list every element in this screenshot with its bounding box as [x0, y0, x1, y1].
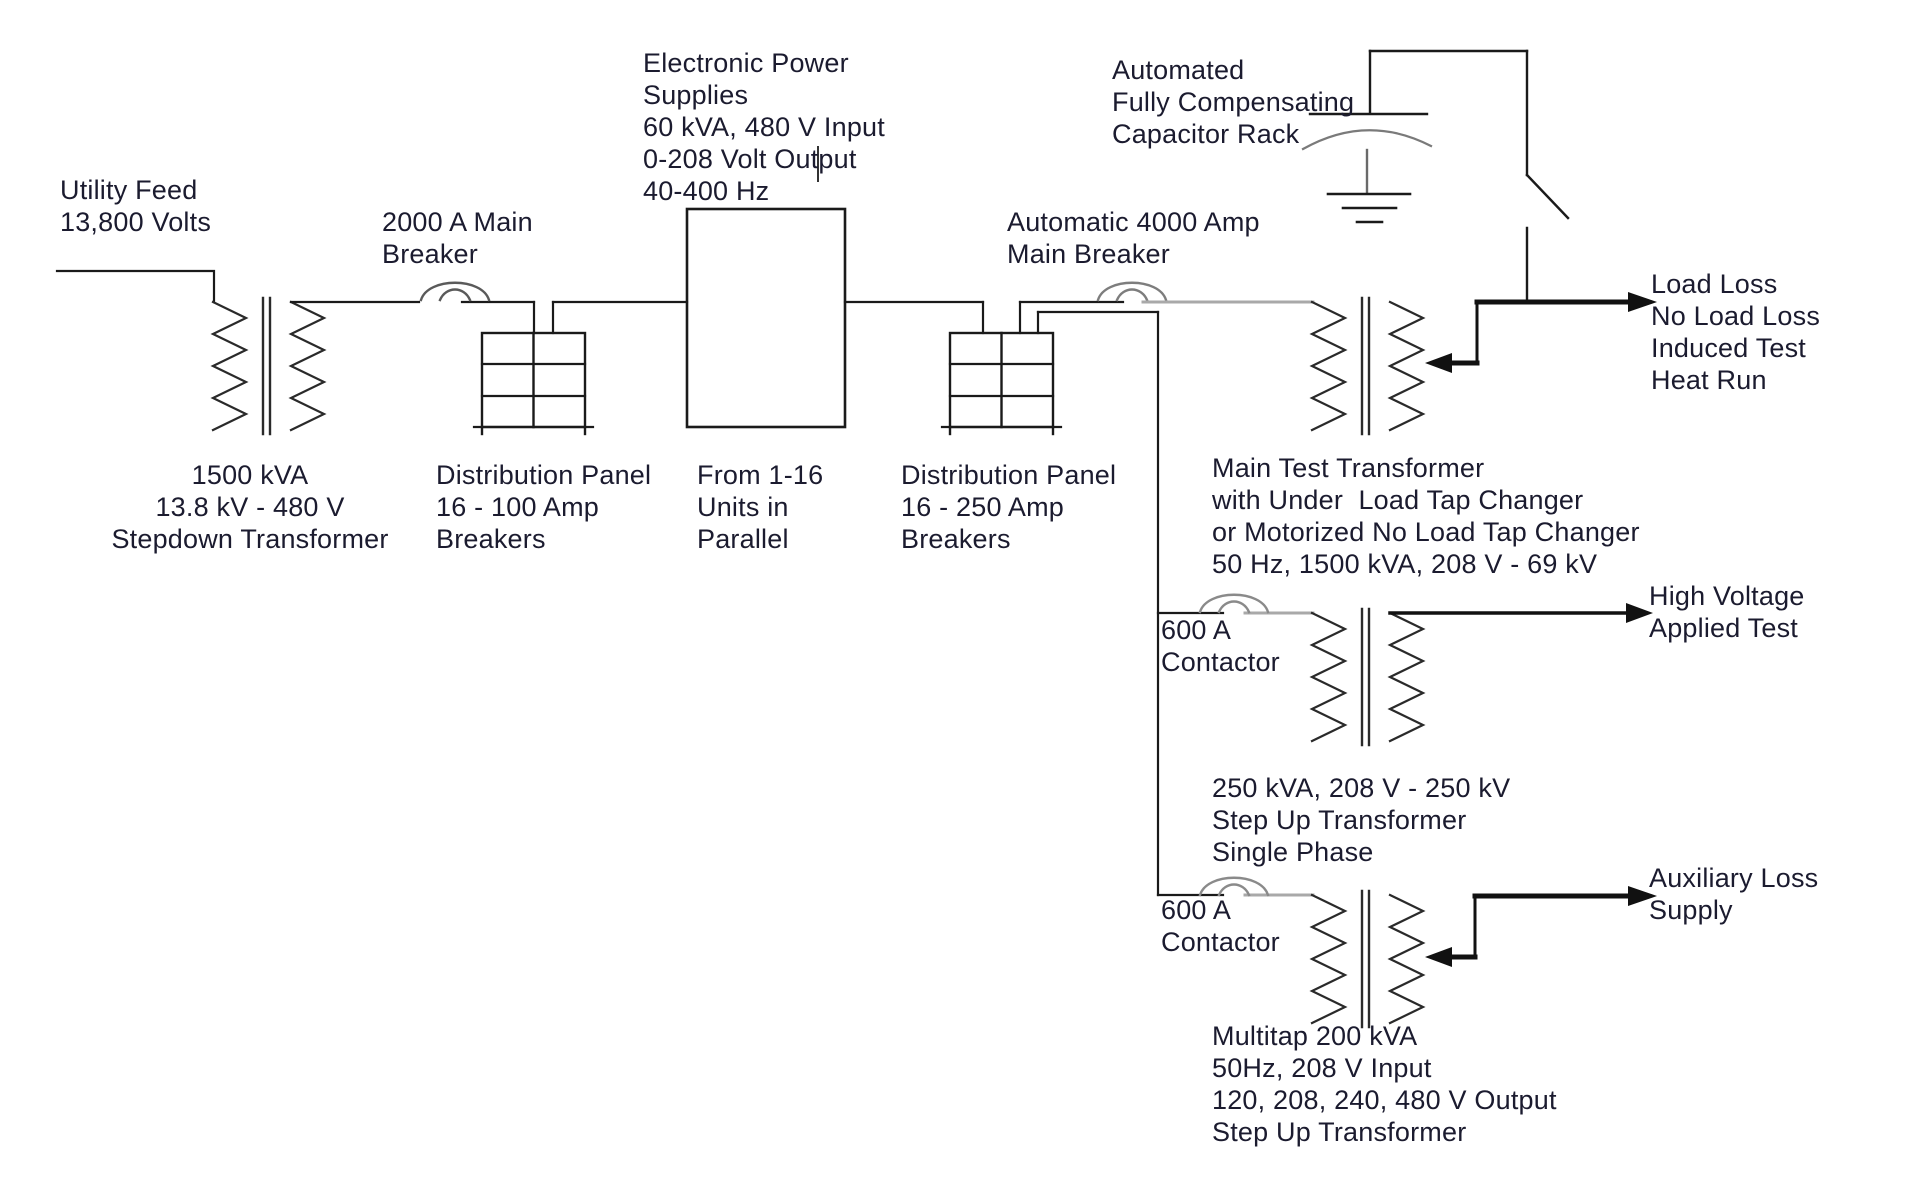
label-electronic-power-supplies: Electronic Power Supplies 60 kVA, 480 V … — [643, 48, 885, 206]
ground-icon — [1326, 192, 1412, 224]
label-load-loss-tests: Load Loss No Load Loss Induced Test Heat… — [1651, 269, 1821, 395]
multitap-transformer-symbol — [1310, 889, 1425, 1029]
main-test-transformer-symbol — [1310, 296, 1425, 436]
label-main-test-transformer: Main Test Transformer with Under Load Ta… — [1212, 453, 1640, 579]
capacitor-rack-symbol — [1301, 49, 1529, 195]
tap-arrow-main-test — [1425, 300, 1480, 373]
label-panel-250a: Distribution Panel 16 - 250 Amp Breakers — [901, 460, 1117, 554]
aux-loss-arrow — [1472, 886, 1657, 959]
stepdown-transformer-symbol — [211, 296, 326, 436]
distribution-panel-250a-symbol — [940, 331, 1063, 436]
hv-applied-arrow — [1388, 603, 1653, 623]
label-capacitor-rack: Automated Fully Compensating Capacitor R… — [1112, 55, 1355, 149]
label-contactor-600a-upper: 600 A Contactor — [1161, 615, 1280, 677]
label-parallel-units: From 1-16 Units in Parallel — [697, 460, 824, 554]
eps-box — [685, 146, 847, 429]
label-high-voltage-applied: High Voltage Applied Test — [1649, 581, 1805, 643]
label-auxiliary-loss: Auxiliary Loss Supply — [1649, 863, 1819, 925]
disconnect-switch-symbol — [1525, 49, 1570, 304]
breaker-4000a-symbol — [1096, 281, 1168, 302]
breaker-2000a-symbol — [419, 281, 491, 302]
contactor-600a-2-symbol — [1198, 876, 1270, 897]
label-panel-100a: Distribution Panel 16 - 100 Amp Breakers — [436, 460, 652, 554]
contactor-600a-1-symbol — [1198, 593, 1270, 614]
label-utility-feed: Utility Feed 13,800 Volts — [60, 175, 212, 237]
label-breaker-4000a: Automatic 4000 Amp Main Breaker — [1007, 207, 1260, 269]
label-stepdown-transformer: 1500 kVA 13.8 kV - 480 V Stepdown Transf… — [111, 460, 389, 554]
load-loss-arrow — [1474, 292, 1657, 312]
label-breaker-2000a: 2000 A Main Breaker — [382, 207, 533, 269]
step-up-250kva-transformer-symbol — [1310, 607, 1425, 747]
tap-arrow-multitap — [1425, 947, 1478, 967]
label-multitap-transformer: Multitap 200 kVA 50Hz, 208 V Input 120, … — [1212, 1021, 1557, 1147]
label-step-up-250kva: 250 kVA, 208 V - 250 kV Step Up Transfor… — [1212, 773, 1511, 867]
branch-riser-line — [1036, 310, 1160, 897]
label-contactor-600a-lower: 600 A Contactor — [1161, 895, 1280, 957]
distribution-panel-100a-symbol — [472, 331, 595, 436]
utility-feed-line — [55, 269, 216, 304]
bus-480v-lines — [289, 300, 1125, 335]
